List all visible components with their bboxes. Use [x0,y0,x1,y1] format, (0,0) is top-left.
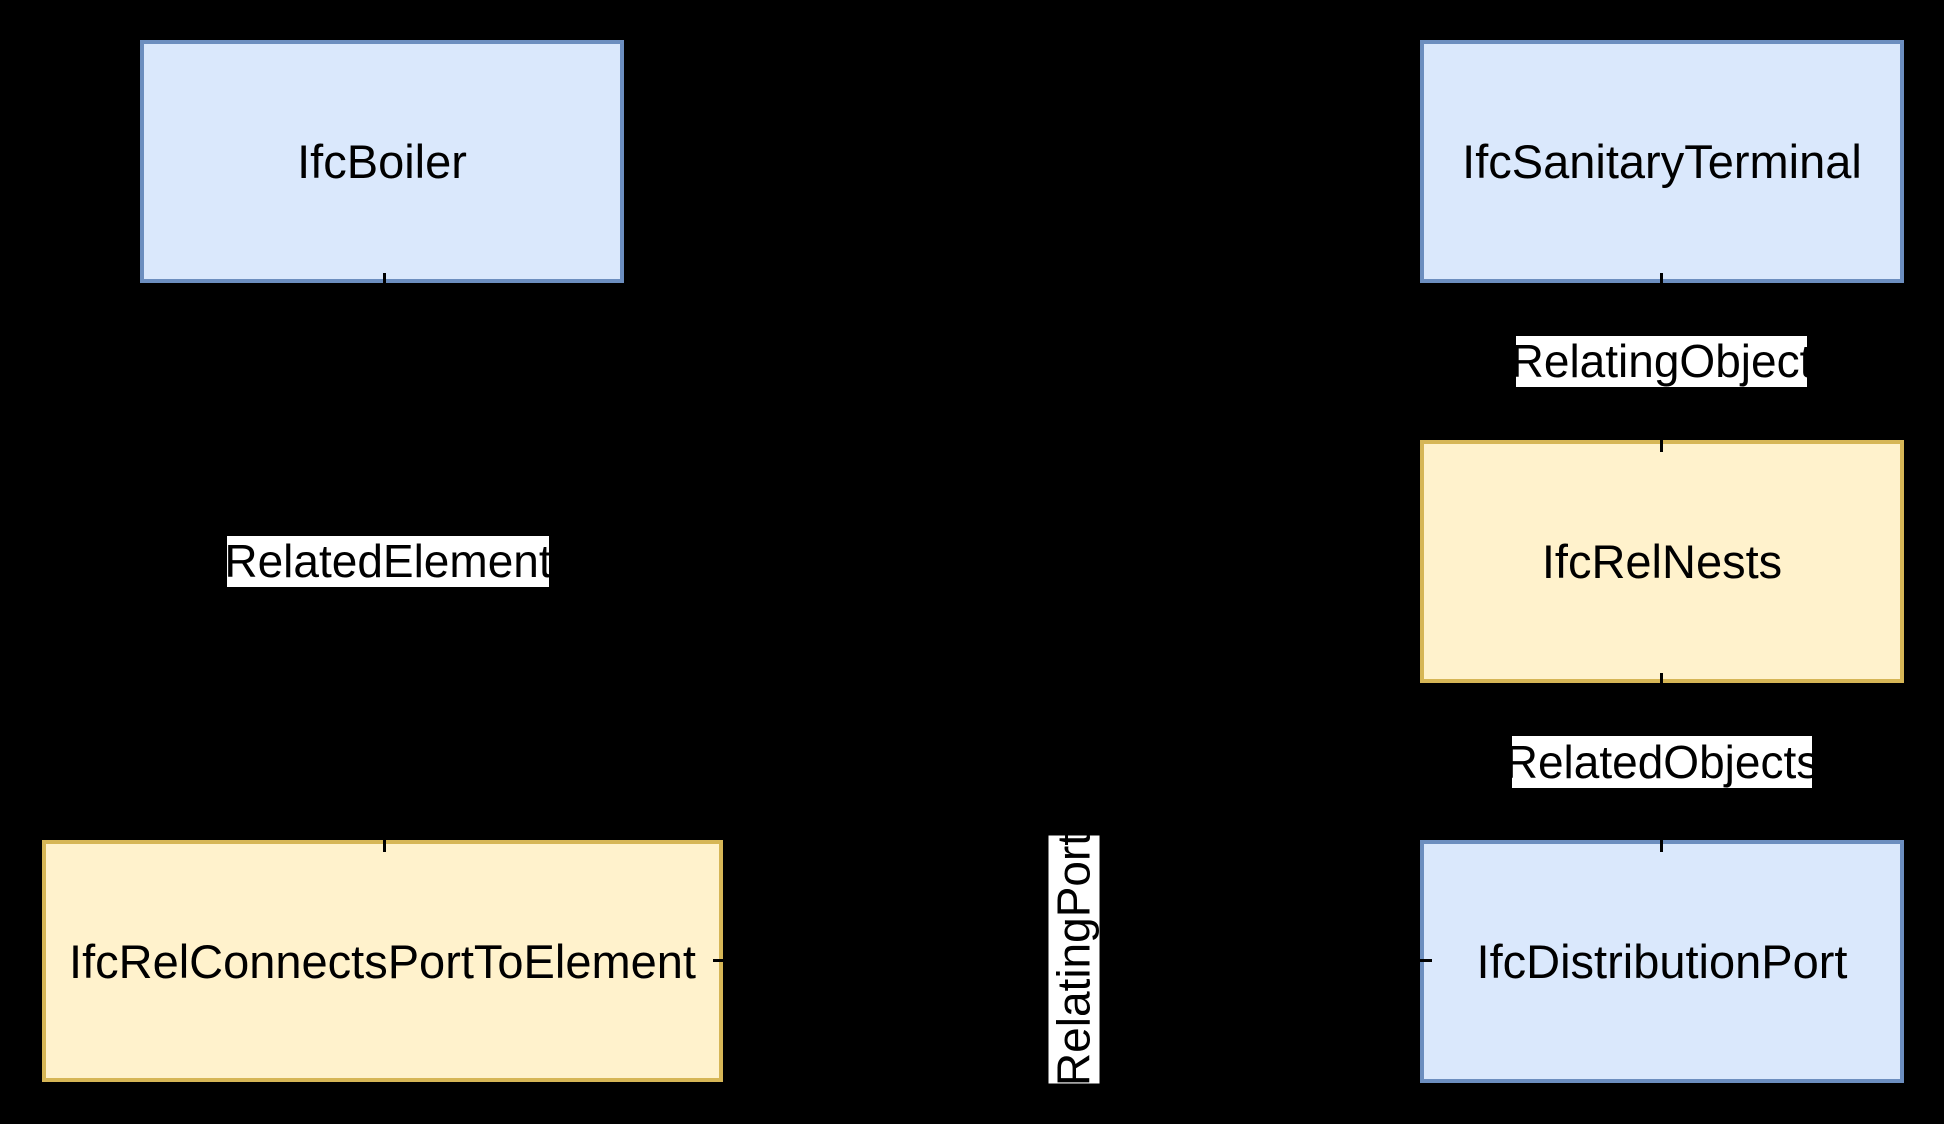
edge-label-relating-object[interactable]: RelatingObject [1510,335,1813,387]
node-ifc-rel-nests[interactable]: IfcRelNests [1420,440,1904,683]
node-ifc-boiler[interactable]: IfcBoiler [140,40,624,283]
edge-label-related-element[interactable]: RelatedElement [224,535,552,587]
node-ifc-sanitary-terminal[interactable]: IfcSanitaryTerminal [1420,40,1904,283]
node-ifc-distribution-port[interactable]: IfcDistributionPort [1420,840,1904,1083]
edge-label-relating-port[interactable]: RelatingPort [1047,832,1100,1087]
edge-label-related-objects[interactable]: RelatedObjects [1504,735,1820,788]
node-ifc-rel-connects-port-to-element[interactable]: IfcRelConnectsPortToElement [42,840,723,1082]
